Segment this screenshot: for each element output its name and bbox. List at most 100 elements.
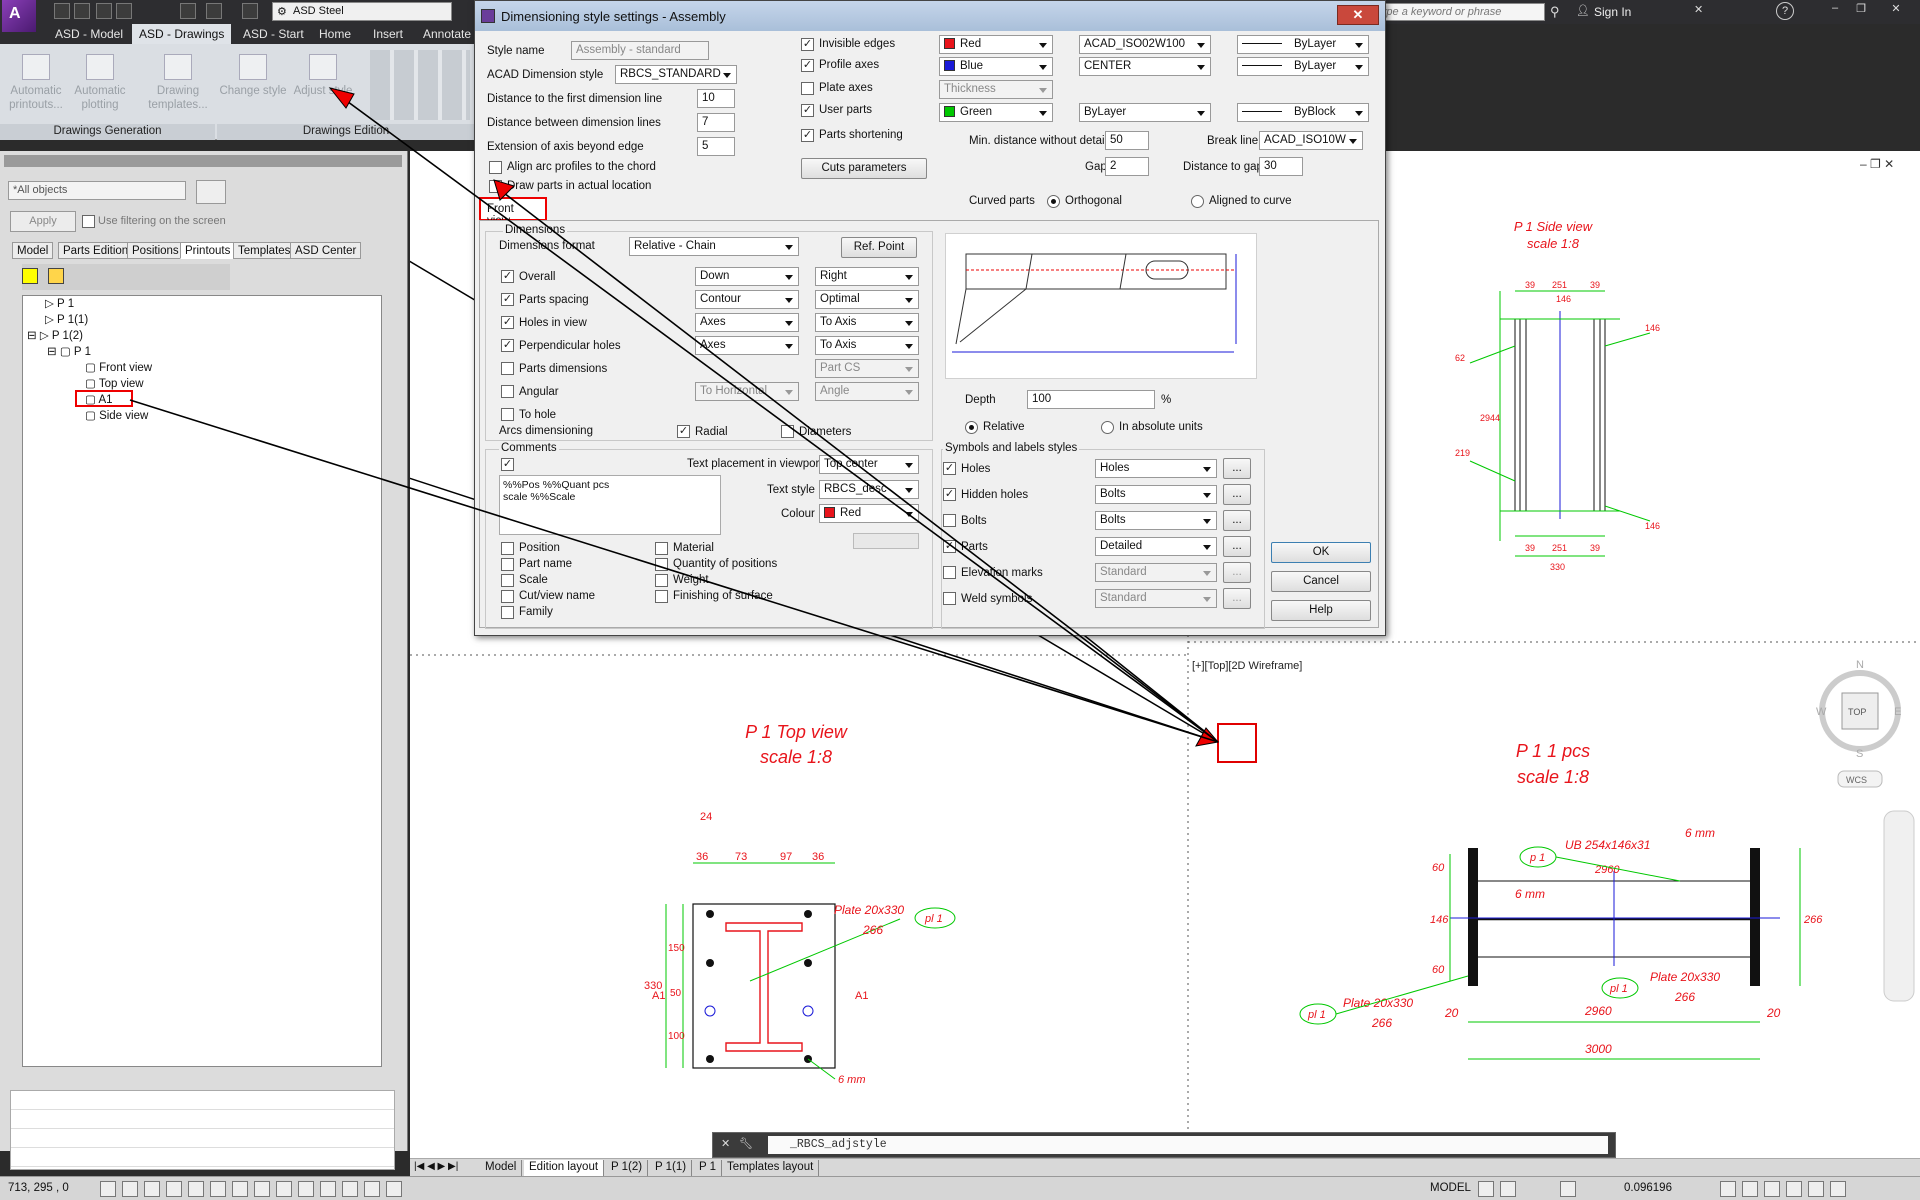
clean-screen-icon[interactable]: [1830, 1181, 1846, 1197]
transparency-icon[interactable]: [342, 1181, 358, 1197]
diameters-checkbox[interactable]: [781, 425, 794, 438]
hidden-holes-select[interactable]: Bolts: [1095, 485, 1217, 504]
filter-icon[interactable]: [196, 180, 226, 204]
first-line-field[interactable]: 10: [697, 89, 735, 108]
extension-field[interactable]: 5: [697, 137, 735, 156]
tree-item-top-view[interactable]: ▢ Top view: [85, 378, 144, 390]
invisible-lineweight-select[interactable]: ByLayer: [1237, 35, 1369, 54]
selection-cycling-icon[interactable]: [364, 1181, 380, 1197]
overall-side-select[interactable]: Right: [815, 267, 919, 286]
viewport-scale-readout[interactable]: 0.096196: [1624, 1182, 1672, 1194]
adjust-style-button[interactable]: Adjust style: [290, 54, 356, 98]
lineweight-icon[interactable]: [320, 1181, 336, 1197]
holes-in-view-checkbox[interactable]: [501, 316, 514, 329]
maximize-viewport-icon[interactable]: [1560, 1181, 1576, 1197]
tab-model[interactable]: Model: [12, 242, 54, 259]
style-name-field[interactable]: Assembly - standard: [571, 41, 709, 60]
parts-spacing-mode-select[interactable]: Contour: [695, 290, 799, 309]
isolate-objects-icon[interactable]: [1808, 1181, 1824, 1197]
wcs-menu[interactable]: WCS: [1846, 775, 1867, 785]
tab-asd-start[interactable]: ASD - Start: [243, 27, 304, 41]
scale-checkbox[interactable]: [501, 574, 514, 587]
comment-textarea[interactable]: %%Pos %%Quant pcs scale %%Scale: [499, 475, 721, 535]
dialog-close-button[interactable]: ✕: [1337, 5, 1379, 25]
sign-in-link[interactable]: Sign In: [1594, 5, 1632, 19]
small-tools-grid[interactable]: [370, 50, 470, 120]
ref-point-button[interactable]: Ref. Point: [841, 237, 917, 258]
ok-button[interactable]: OK: [1271, 542, 1371, 563]
to-hole-checkbox[interactable]: [501, 408, 514, 421]
user-lineweight-select[interactable]: ByBlock: [1237, 103, 1369, 122]
undo-icon[interactable]: [206, 3, 222, 19]
elevation-marks-checkbox[interactable]: [943, 566, 956, 579]
cancel-button[interactable]: Cancel: [1271, 571, 1371, 592]
user-icon[interactable]: 👤︎: [1576, 5, 1590, 17]
command-input[interactable]: _RBCS_adjstyle: [768, 1136, 1608, 1154]
layout-tab-p1-2[interactable]: P 1(2): [606, 1160, 649, 1176]
acad-dim-select[interactable]: RBCS_STANDARD: [615, 65, 737, 84]
elevation-marks-select[interactable]: Standard: [1095, 563, 1217, 582]
panel-title-edition[interactable]: Drawings Edition: [217, 124, 475, 140]
parts-shortening-checkbox[interactable]: [801, 129, 814, 142]
tree-item-p1-sheet[interactable]: ⊟ ▢ P 1: [47, 346, 91, 358]
quick-view-drawings-icon[interactable]: [1500, 1181, 1516, 1197]
save-as-icon[interactable]: [116, 3, 132, 19]
tree-item-p1-2[interactable]: ⊟ ▷ P 1(2): [27, 330, 83, 342]
tree-item-side-view[interactable]: ▢ Side view: [85, 410, 149, 422]
navigation-bar[interactable]: [1883, 810, 1915, 1002]
user-parts-checkbox[interactable]: [801, 104, 814, 117]
profile-color-select[interactable]: Blue: [939, 57, 1053, 76]
finishing-checkbox[interactable]: [655, 590, 668, 603]
bolts-more-button[interactable]: ...: [1223, 510, 1251, 531]
tab-front-view[interactable]: Front view: [479, 197, 547, 227]
dim-format-select[interactable]: Relative - Chain: [629, 237, 799, 256]
holes-symbol-more-button[interactable]: ...: [1223, 458, 1251, 479]
position-checkbox[interactable]: [501, 542, 514, 555]
text-placement-select[interactable]: Top center: [819, 455, 919, 474]
minimize-icon[interactable]: –: [1831, 2, 1839, 14]
filter-select[interactable]: *All objects: [8, 181, 186, 200]
text-style-select[interactable]: RBCS_desc: [819, 480, 919, 499]
close-command-icon[interactable]: ✕: [721, 1138, 731, 1150]
weld-symbols-more-button[interactable]: ...: [1223, 588, 1251, 609]
change-style-button[interactable]: Change style: [218, 54, 288, 98]
parts-symbol-more-button[interactable]: ...: [1223, 536, 1251, 557]
layout-tab-p1-1[interactable]: P 1(1): [650, 1160, 693, 1176]
tab-positions[interactable]: Positions: [127, 242, 184, 259]
holes-in-view-mode-select[interactable]: Axes: [695, 313, 799, 332]
plate-axes-checkbox[interactable]: [801, 82, 814, 95]
angular-type-select[interactable]: Angle: [815, 382, 919, 401]
aligned-curve-radio[interactable]: [1191, 195, 1204, 208]
coordinates-readout[interactable]: 713, 295 , 0: [8, 1182, 69, 1194]
holes-symbol-checkbox[interactable]: [943, 462, 956, 475]
workspace-switch-icon[interactable]: [1742, 1181, 1758, 1197]
hidden-holes-more-button[interactable]: ...: [1223, 484, 1251, 505]
layout-tab-edition[interactable]: Edition layout: [524, 1160, 605, 1176]
cuts-parameters-button[interactable]: Cuts parameters: [801, 158, 927, 179]
use-filtering-checkbox[interactable]: [82, 215, 95, 228]
help-icon[interactable]: ?: [1776, 2, 1794, 20]
apply-button[interactable]: Apply: [10, 211, 76, 232]
binoculars-icon[interactable]: ⚲: [1550, 4, 1560, 19]
layout-tab-model[interactable]: Model: [480, 1160, 523, 1176]
annotation-scale-icon[interactable]: [1720, 1181, 1736, 1197]
user-color-select[interactable]: Green: [939, 103, 1053, 122]
parts-dimensions-cs-select[interactable]: Part CS: [815, 359, 919, 378]
expand-icon[interactable]: [48, 268, 64, 284]
depth-field[interactable]: 100: [1027, 390, 1155, 409]
tree-item-p1-1[interactable]: ▷ P 1(1): [45, 314, 89, 326]
invisible-edges-checkbox[interactable]: [801, 38, 814, 51]
lock-icon[interactable]: [1764, 1181, 1780, 1197]
3d-osnap-icon[interactable]: [232, 1181, 248, 1197]
overall-checkbox[interactable]: [501, 270, 514, 283]
parts-spacing-checkbox[interactable]: [501, 293, 514, 306]
save-icon[interactable]: [96, 3, 112, 19]
workspace-select[interactable]: ⚙ASD Steel: [272, 2, 452, 21]
holes-symbol-select[interactable]: Holes: [1095, 459, 1217, 478]
new-icon[interactable]: [54, 3, 70, 19]
viewcube[interactable]: TOP N S E W WCS: [1816, 659, 1901, 788]
profile-lineweight-select[interactable]: ByLayer: [1237, 57, 1369, 76]
break-line-select[interactable]: ACAD_ISO10W: [1259, 131, 1363, 150]
open-icon[interactable]: [74, 3, 90, 19]
grid-icon[interactable]: [144, 1181, 160, 1197]
